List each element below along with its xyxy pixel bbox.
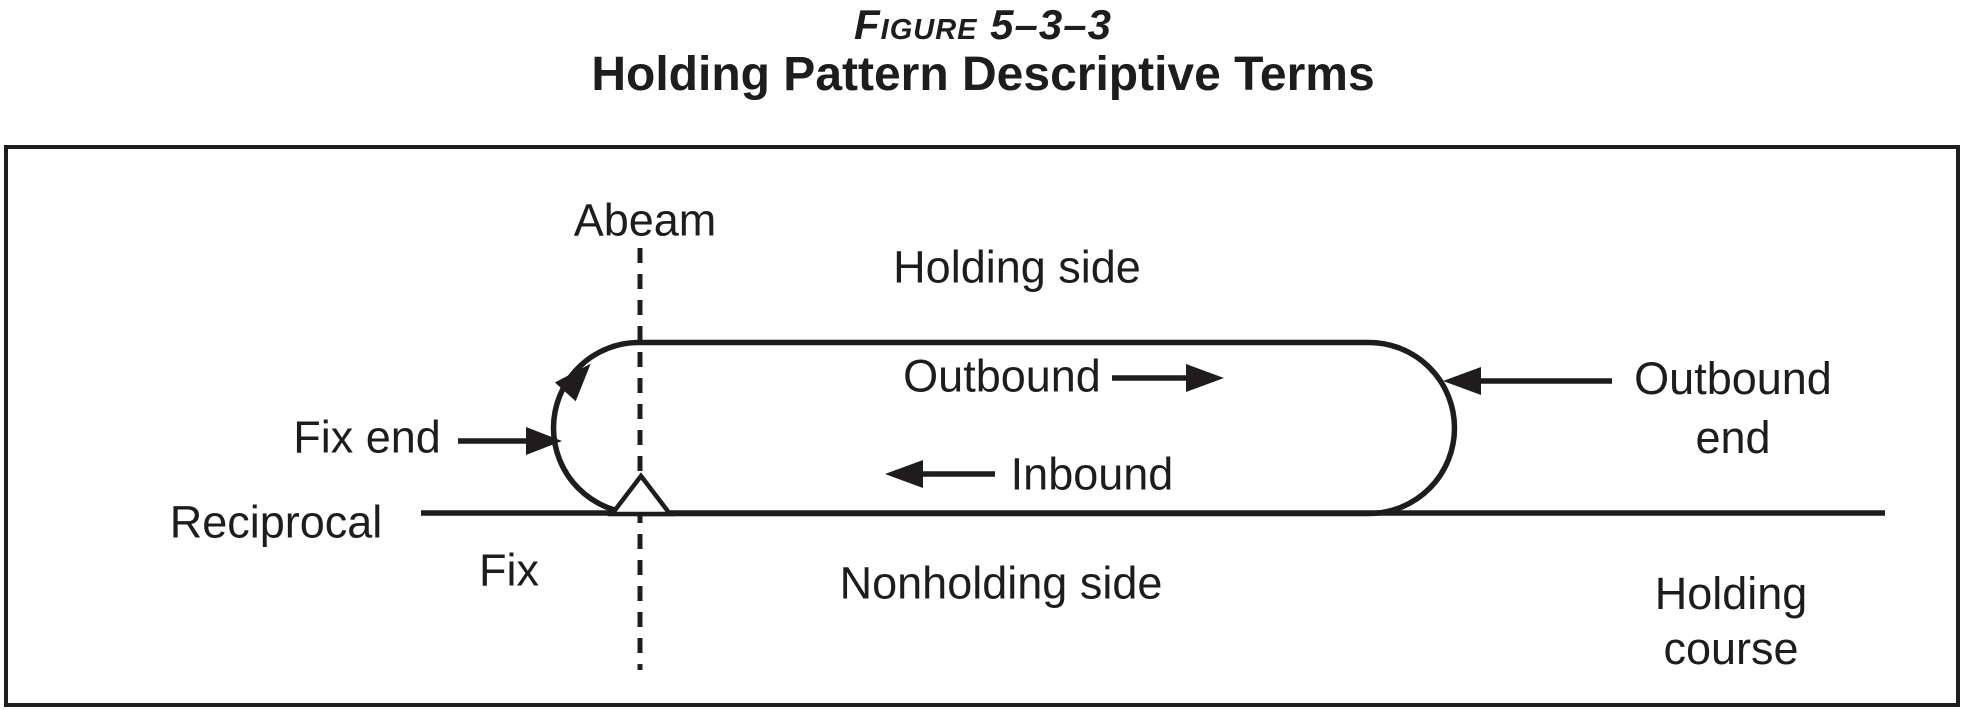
nonholding-side-label: Nonholding side	[839, 557, 1163, 609]
outbound-arrow	[1112, 364, 1224, 392]
outbound-label: Outbound	[903, 350, 1101, 402]
outbound-end-line2: end	[1695, 412, 1771, 463]
turn-direction-arrowhead	[554, 363, 591, 402]
reciprocal-label: Reciprocal	[169, 496, 383, 548]
fix-triangle-icon	[607, 472, 675, 517]
fix-end-label: Fix end	[293, 411, 441, 463]
figure-number: Figure 5–3–3	[854, 1, 1112, 48]
outbound-end-label: Outbound end	[1634, 349, 1832, 467]
fix-end-arrow	[458, 427, 562, 455]
figure-title: Holding Pattern Descriptive Terms	[591, 48, 1375, 101]
racetrack-pattern	[550, 339, 1458, 517]
outbound-end-arrow	[1443, 367, 1612, 395]
holding-course-line2: course	[1663, 623, 1799, 674]
holding-side-label: Holding side	[893, 241, 1141, 293]
outbound-end-line1: Outbound	[1634, 353, 1832, 404]
holding-course-label: Holding course	[1655, 566, 1808, 676]
abeam-label: Abeam	[573, 194, 717, 246]
holding-course-line1: Holding	[1654, 568, 1808, 619]
inbound-arrow	[885, 460, 995, 488]
inbound-label: Inbound	[1010, 448, 1174, 500]
fix-label: Fix	[479, 544, 539, 596]
diagram-frame	[4, 145, 1960, 707]
